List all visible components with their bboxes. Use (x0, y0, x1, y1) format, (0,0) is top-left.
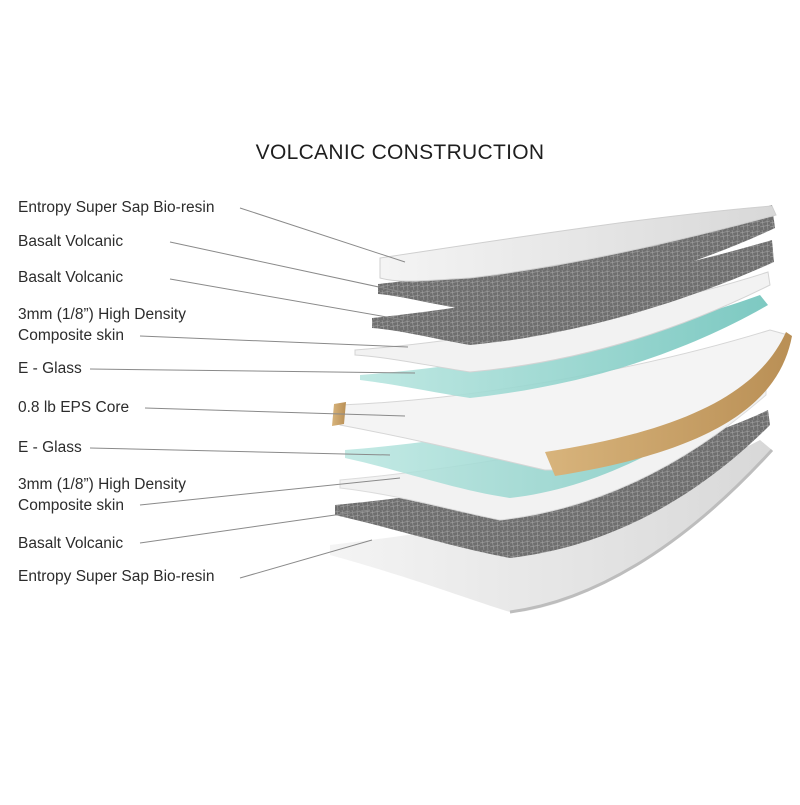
label-line: E - Glass (18, 437, 82, 458)
label-basalt-bottom: Basalt Volcanic (18, 533, 123, 554)
diagram-title: VOLCANIC CONSTRUCTION (0, 141, 800, 165)
label-basalt-top-2: Basalt Volcanic (18, 267, 123, 288)
label-line: Entropy Super Sap Bio-resin (18, 566, 214, 587)
leader-line (240, 208, 405, 262)
label-line: Basalt Volcanic (18, 267, 123, 288)
leader-line (90, 369, 415, 373)
label-line: Composite skin (18, 325, 186, 346)
label-e-glass-top: E - Glass (18, 358, 82, 379)
label-line: Entropy Super Sap Bio-resin (18, 197, 214, 218)
label-line: Basalt Volcanic (18, 533, 123, 554)
label-e-glass-bottom: E - Glass (18, 437, 82, 458)
label-bio-resin-top: Entropy Super Sap Bio-resin (18, 197, 214, 218)
label-bio-resin-bottom: Entropy Super Sap Bio-resin (18, 566, 214, 587)
label-line: 3mm (1/8”) High Density (18, 304, 186, 325)
label-line: Composite skin (18, 495, 186, 516)
label-basalt-top-1: Basalt Volcanic (18, 231, 123, 252)
label-line: 3mm (1/8”) High Density (18, 474, 186, 495)
label-line: E - Glass (18, 358, 82, 379)
label-composite-top: 3mm (1/8”) High Density Composite skin (18, 304, 186, 346)
label-composite-bottom: 3mm (1/8”) High Density Composite skin (18, 474, 186, 516)
label-line: Basalt Volcanic (18, 231, 123, 252)
label-eps-core: 0.8 lb EPS Core (18, 397, 129, 418)
label-line: 0.8 lb EPS Core (18, 397, 129, 418)
